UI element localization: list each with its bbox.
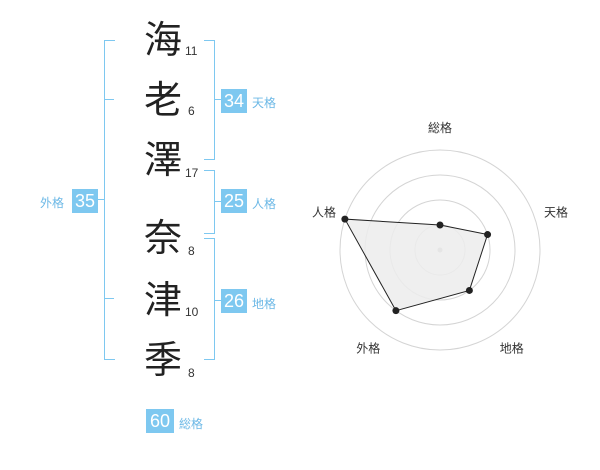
gaikaku-bracket — [104, 40, 115, 360]
radar-point-1 — [436, 221, 444, 229]
stroke-count-2: 6 — [188, 104, 195, 118]
radar-point-4 — [392, 307, 400, 315]
radar-axis-label-1: 総格 — [428, 120, 452, 135]
tenkaku-label: 天格 — [252, 96, 277, 110]
gaikaku-label: 外格 — [40, 196, 65, 210]
tenkaku-bracket — [204, 40, 215, 160]
bracket-connector — [215, 201, 221, 202]
radar-point-5 — [341, 215, 349, 223]
jinkaku-badge: 25 — [221, 189, 247, 213]
bracket-tick — [104, 99, 114, 100]
stroke-count-6: 8 — [188, 366, 195, 380]
name-char-6: 季 — [143, 338, 182, 382]
stroke-count-5: 10 — [185, 305, 199, 319]
radar-axis-label-2: 天格 — [544, 204, 568, 219]
chikaku-label: 地格 — [252, 297, 277, 311]
radar-axis-label-4: 外格 — [356, 341, 380, 356]
soukaku-badge: 60 — [146, 409, 174, 433]
name-char-1: 海 — [143, 18, 182, 62]
bracket-tick — [104, 298, 114, 299]
radar-point-3 — [465, 286, 473, 294]
name-char-3: 澤 — [143, 138, 182, 182]
stroke-count-1: 11 — [185, 44, 198, 58]
bracket-connector — [96, 199, 104, 200]
jinkaku-bracket — [204, 170, 215, 234]
jinkaku-label: 人格 — [252, 197, 277, 211]
name-char-2: 老 — [143, 78, 182, 122]
soukaku-label: 総格 — [179, 417, 204, 431]
chikaku-badge: 26 — [221, 289, 247, 313]
gaikaku-badge: 35 — [72, 189, 98, 213]
chikaku-bracket — [204, 238, 215, 360]
name-char-5: 津 — [143, 278, 182, 322]
name-char-4: 奈 — [143, 216, 182, 260]
radar-axis-label-3: 地格 — [500, 341, 524, 356]
radar-area — [344, 218, 489, 312]
radar-point-2 — [484, 231, 492, 239]
bracket-connector — [215, 300, 221, 301]
tenkaku-badge: 34 — [221, 89, 247, 113]
radar-axis-label-5: 人格 — [312, 204, 336, 219]
radar-grid-ring — [339, 149, 541, 351]
bracket-connector — [215, 99, 221, 100]
stroke-count-4: 8 — [188, 244, 195, 258]
stroke-count-3: 17 — [185, 166, 199, 180]
